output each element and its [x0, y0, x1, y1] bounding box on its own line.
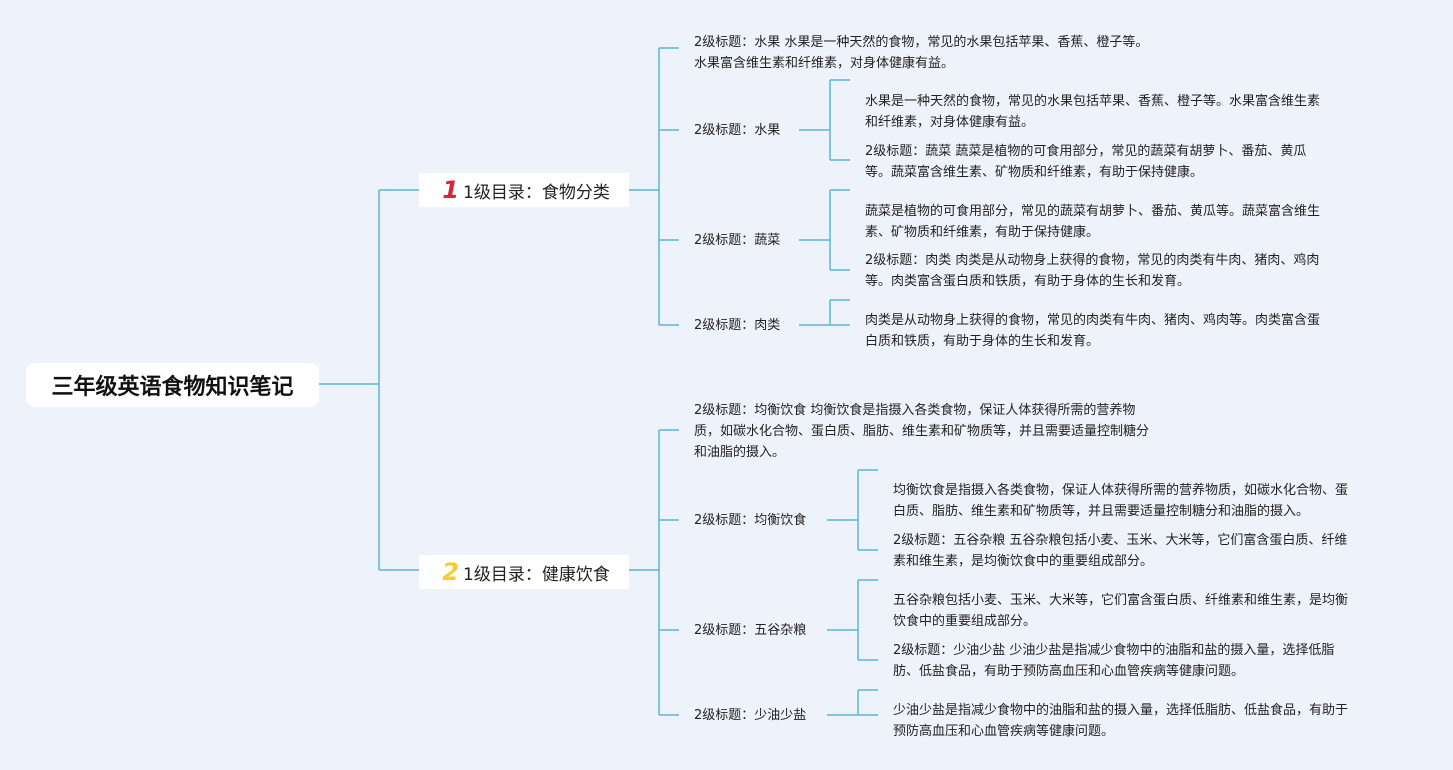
group-meat-item-1[interactable]: 肉类是从动物身上获得的食物，常见的肉类有牛肉、猪肉、鸡肉等。肉类富含蛋白质和铁质…	[865, 313, 1321, 349]
branch-2-title: 1级目录：健康饮食	[463, 564, 610, 585]
branch-2-node[interactable]: 2 1级目录：健康饮食	[419, 555, 629, 589]
group-lowfat-label[interactable]: 2级标题：少油少盐	[694, 708, 807, 723]
group-grains-item-2[interactable]: 2级标题：少油少盐 少油少盐是指减少食物中的油脂和盐的摄入量，选择低脂肪、低盐食…	[893, 643, 1335, 679]
group-grains-label[interactable]: 2级标题：五谷杂粮	[694, 623, 807, 638]
number-2-icon: 2	[442, 558, 459, 586]
group-lowfat-item-1[interactable]: 少油少盐是指减少食物中的油脂和盐的摄入量，选择低脂肪、低盐食品，有助于预防高血压…	[893, 703, 1349, 739]
group-balanced-item-1[interactable]: 均衡饮食是指摄入各类食物，保证人体获得所需的营养物质，如碳水化合物、蛋白质、脂肪…	[893, 483, 1349, 519]
group-balanced-item-2[interactable]: 2级标题：五谷杂粮 五谷杂粮包括小麦、玉米、大米等，它们富含蛋白质、纤维素和维生…	[893, 533, 1348, 569]
group-fruit-item-1[interactable]: 水果是一种天然的食物，常见的水果包括苹果、香蕉、橙子等。水果富含维生素和纤维素，…	[865, 94, 1321, 130]
group-balanced-label[interactable]: 2级标题：均衡饮食	[694, 513, 807, 528]
branch-1-node[interactable]: 1 1级目录：食物分类	[419, 173, 629, 207]
root-node[interactable]: 三年级英语食物知识笔记	[26, 363, 319, 407]
group-vegetable-item-1[interactable]: 蔬菜是植物的可食用部分，常见的蔬菜有胡萝卜、番茄、黄瓜等。蔬菜富含维生素、矿物质…	[865, 204, 1321, 240]
group-vegetable-label[interactable]: 2级标题：蔬菜	[694, 233, 781, 248]
group-meat-label[interactable]: 2级标题：肉类	[694, 318, 781, 333]
group-vegetable-item-2[interactable]: 2级标题：肉类 肉类是从动物身上获得的食物，常见的肉类有牛肉、猪肉、鸡肉等。肉类…	[865, 253, 1320, 289]
group-grains-item-1[interactable]: 五谷杂粮包括小麦、玉米、大米等，它们富含蛋白质、纤维素和维生素，是均衡饮食中的重…	[893, 593, 1349, 629]
branch-2-intro[interactable]: 2级标题：均衡饮食 均衡饮食是指摄入各类食物，保证人体获得所需的营养物质，如碳水…	[694, 403, 1150, 460]
branch-1-title: 1级目录：食物分类	[463, 182, 610, 203]
group-fruit-label[interactable]: 2级标题：水果	[694, 123, 781, 138]
branch-1-intro[interactable]: 2级标题：水果 水果是一种天然的食物，常见的水果包括苹果、香蕉、橙子等。水果富含…	[694, 35, 1149, 71]
group-fruit-item-2[interactable]: 2级标题：蔬菜 蔬菜是植物的可食用部分，常见的蔬菜有胡萝卜、番茄、黄瓜等。蔬菜富…	[865, 144, 1307, 180]
number-1-icon: 1	[442, 176, 459, 204]
